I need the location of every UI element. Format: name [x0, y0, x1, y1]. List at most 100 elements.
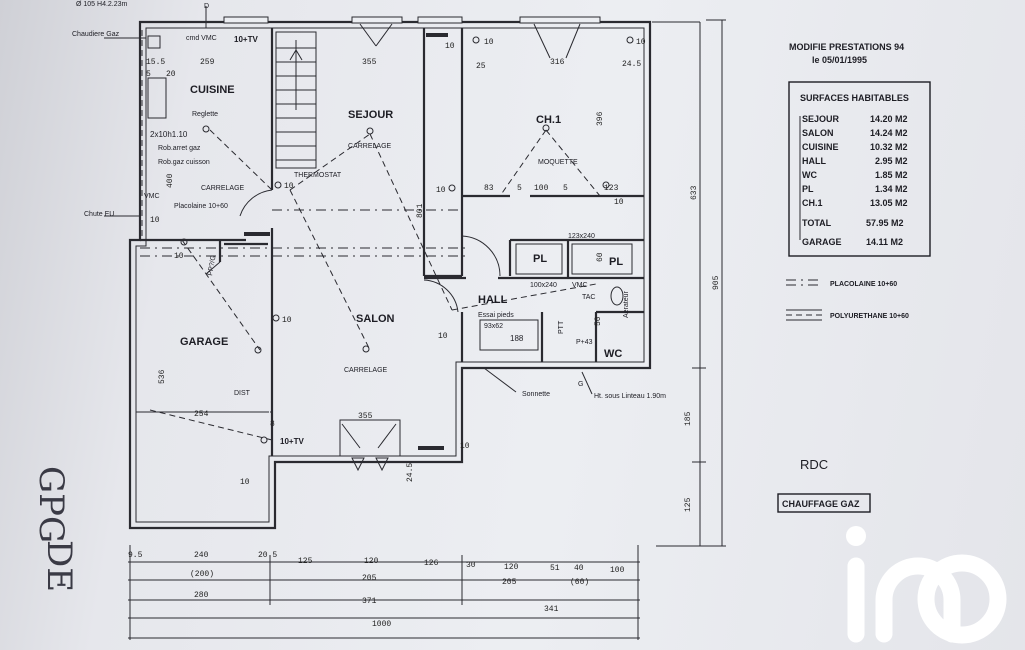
legend-placo: PLACOLAINE 10+60 — [830, 281, 897, 288]
bottom-dimensions-row-3: 280 371 341 — [194, 591, 559, 614]
dim-label: 24.5 — [406, 463, 415, 482]
outlet-label: 10 — [174, 252, 184, 261]
bottom-dimension-lines — [128, 545, 640, 640]
header-line-1: MODIFIE PRESTATIONS 94 — [789, 42, 904, 52]
surfaces-total-label: TOTAL — [802, 218, 832, 228]
handwritten-initials: GPG — [31, 466, 71, 543]
note-rob-arret: Rob.arret gaz — [158, 145, 201, 152]
interior-walls — [136, 28, 644, 456]
dim-label: 123 — [604, 184, 619, 193]
dim-label: 51 — [550, 564, 560, 573]
dim-label: 15.5 — [146, 58, 165, 67]
surface-name: CH.1 — [802, 198, 823, 208]
exterior-walls — [128, 20, 652, 530]
bottom-dimensions-row-1: 9.5 240 20.5 125 120 126 30 120 51 40 10… — [128, 551, 625, 575]
dim-label: 40 — [574, 564, 584, 573]
staircase — [275, 31, 317, 169]
dim-label: 280 — [194, 591, 209, 600]
outlet-label: 10 — [282, 316, 292, 325]
dim-label: 400 — [166, 173, 175, 188]
note-tv-top: 10+TV — [234, 35, 258, 44]
room-pl-2: PL — [609, 256, 623, 268]
dim-label: 633 — [690, 185, 699, 200]
surface-value: 14.24 M2 — [870, 128, 908, 138]
dim-label: 24.5 — [622, 60, 641, 69]
dim-label: (60) — [570, 578, 589, 587]
dim-label: 100 — [610, 566, 625, 575]
outlet-label: 10 — [284, 182, 294, 191]
dim-label: 185 — [684, 411, 693, 426]
dim-label: 355 — [362, 58, 377, 67]
top-dimensions: 259 355 25 316 24.5 15.5 20 5 — [146, 58, 641, 79]
note-prises: 2x10h1.10 — [150, 130, 188, 139]
note-188: 188 — [510, 334, 524, 343]
note-carrelage-cuisine: CARRELAGE — [201, 185, 245, 192]
legend-symbols — [786, 279, 822, 321]
note-sonnette: Sonnette — [522, 391, 550, 398]
surface-value: 10.32 M2 — [870, 142, 908, 152]
dim-label: 10 — [460, 442, 470, 451]
note-placolaine: Placolaine 10+60 — [174, 203, 228, 210]
dim-label: 205 — [502, 578, 517, 587]
note-carrelage-salon: CARRELAGE — [344, 367, 388, 374]
surface-name: CUISINE — [802, 142, 839, 152]
note-vmc-top: cmd VMC — [186, 35, 217, 42]
note-dim-wc: 93x62 — [484, 323, 503, 330]
surface-name: SALON — [802, 128, 834, 138]
outlet-label: 10 — [436, 186, 446, 195]
note-thermostat: THERMOSTAT — [294, 172, 342, 179]
note-essai: Essai pieds — [478, 312, 514, 319]
dim-label: 50 — [594, 316, 603, 326]
room-wc: WC — [604, 348, 622, 360]
dim-label: 83 — [484, 184, 494, 193]
doors — [205, 23, 581, 457]
electrical-wiring — [149, 129, 601, 441]
surface-name: PL — [802, 184, 814, 194]
right-dimension-lines — [652, 19, 726, 547]
heating-box — [777, 493, 871, 513]
dim-label: 801 — [416, 203, 425, 218]
dim-label: 20 — [166, 70, 176, 79]
note-linteau: Ht. sous Linteau 1.90m — [594, 393, 666, 400]
note-ptt: PTT — [558, 320, 565, 334]
brand-logo-watermark — [846, 526, 1007, 644]
dim-label: 5 — [517, 184, 522, 193]
note-moquette: MOQUETTE — [538, 159, 578, 166]
note-dim-pl1: 100x240 — [530, 282, 557, 289]
dim-label: (200) — [190, 570, 214, 579]
fixture-symbols — [147, 35, 634, 472]
surfaces-garage-value: 14.11 M2 — [866, 237, 903, 247]
header-line-2: le 05/01/1995 — [812, 55, 867, 65]
note-vmc-left: VMC — [144, 193, 160, 200]
room-dimensions: 396 801 400 536 83 100 5 123 5 60 50 254… — [158, 42, 619, 482]
dim-label: 341 — [544, 605, 559, 614]
legend-poly: POLYURETHANE 10+60 — [830, 313, 909, 320]
note-chute: Chute EU — [84, 211, 114, 218]
outlet-label: 10 — [438, 332, 448, 341]
surface-name: WC — [802, 170, 817, 180]
note-vmc-hall: VMC — [572, 282, 588, 289]
heating-label: CHAUFFAGE GAZ — [782, 499, 860, 509]
dim-label: 355 — [358, 412, 373, 421]
dim-label: 5 — [563, 184, 568, 193]
dim-label: 8 — [270, 420, 275, 429]
handwritten-mark: DE — [39, 540, 79, 592]
outlet-label: 10 — [240, 478, 250, 487]
note-dim-pl2: 123x240 — [568, 233, 595, 240]
surfaces-rows: SEJOUR 14.20 M2 SALON 14.24 M2 CUISINE 1… — [802, 114, 908, 208]
outlet-label: 10 — [614, 198, 624, 207]
dim-label: 205 — [362, 574, 377, 583]
note-carrelage-sejour: CARRELAGE — [348, 143, 392, 150]
room-tac: TAC — [582, 294, 595, 301]
note-g-mark: G — [578, 381, 583, 388]
surface-value: 1.34 M2 — [875, 184, 908, 194]
outlet-label: 10 — [636, 38, 646, 47]
note-dist: DIST — [234, 390, 251, 397]
dim-label: 259 — [200, 58, 215, 67]
surface-value: 13.05 M2 — [870, 198, 908, 208]
note-tv-bottom: 10+TV — [280, 437, 304, 446]
surface-value: 14.20 M2 — [870, 114, 908, 124]
room-pl-1: PL — [533, 253, 547, 265]
